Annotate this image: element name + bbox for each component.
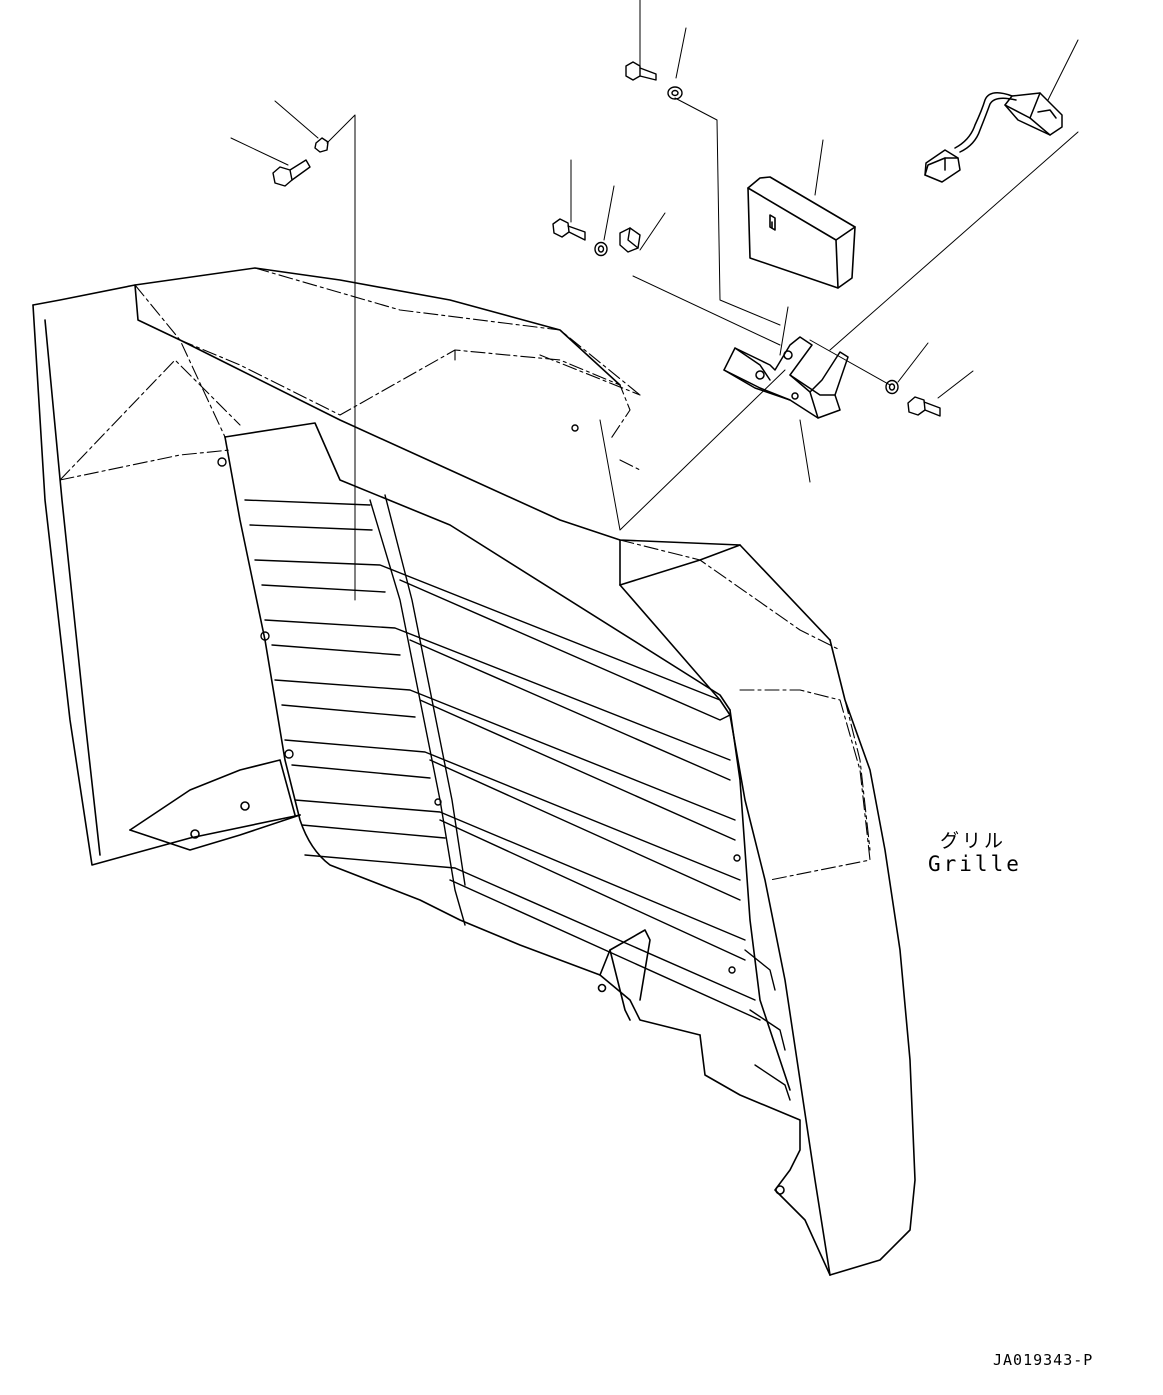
grille-louvres (217, 424, 791, 1101)
washer-middle (594, 241, 608, 257)
washer-right (885, 379, 899, 395)
mounting-bracket (723, 336, 849, 419)
washer-top (667, 86, 683, 100)
part-label-japanese: グリル (940, 830, 1007, 852)
bolt-right (907, 396, 941, 417)
assembly-guide-lines (230, 0, 1079, 601)
part-label-english: Grille (928, 852, 1022, 876)
nut-left (314, 137, 329, 153)
square-nut (619, 227, 641, 253)
control-box (747, 176, 856, 289)
bolt-top (625, 61, 657, 81)
drawing-code: JA019343-P (993, 1351, 1094, 1369)
fasteners (272, 61, 941, 417)
switch-harness (924, 92, 1063, 183)
bolt-middle (552, 218, 586, 241)
grille-body (32, 267, 916, 1276)
bolt-left (272, 159, 311, 187)
hidden-lines (59, 267, 871, 881)
